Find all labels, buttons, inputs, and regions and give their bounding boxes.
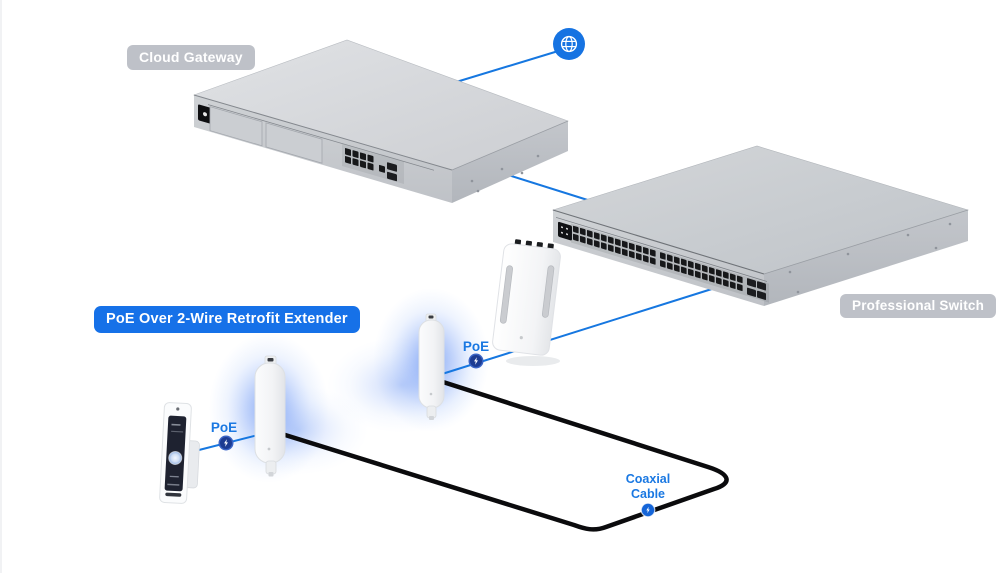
coaxial-cable-line	[279, 379, 729, 532]
coaxial-cable-label-line2: Cable	[630, 487, 666, 501]
switch-extender-line	[441, 287, 716, 375]
poe-label-switch-side: PoE	[462, 339, 490, 354]
cloud-gateway-badge: Cloud Gateway	[127, 45, 255, 70]
retrofit-extender-device-remote	[254, 355, 286, 477]
internet-globe-icon	[553, 28, 585, 60]
poe-bolt-icon-upper	[468, 353, 484, 369]
gateway-screws	[470, 154, 540, 193]
coaxial-bolt-icon	[640, 502, 656, 518]
professional-switch-badge: Professional Switch	[840, 294, 997, 318]
professional-switch-device	[551, 145, 970, 306]
wall-intercom-device	[159, 402, 200, 504]
switch-screws	[788, 222, 952, 294]
gateway-ports	[345, 148, 374, 171]
cloud-gateway-device	[193, 39, 569, 203]
switch-ports	[573, 225, 743, 292]
internet-link-line	[442, 51, 556, 87]
poe-bolt-icon-lower	[218, 435, 234, 451]
extender-banner-badge: PoE Over 2-Wire Retrofit Extender	[94, 306, 360, 333]
two-wire-adapter-device	[492, 239, 561, 366]
poe-label-wall-side: PoE	[210, 420, 238, 435]
coaxial-cable-label-line1: Coaxial	[625, 472, 671, 486]
retrofit-extender-device	[418, 313, 445, 420]
coaxial-cable-label: Coaxial Cable	[626, 472, 670, 502]
